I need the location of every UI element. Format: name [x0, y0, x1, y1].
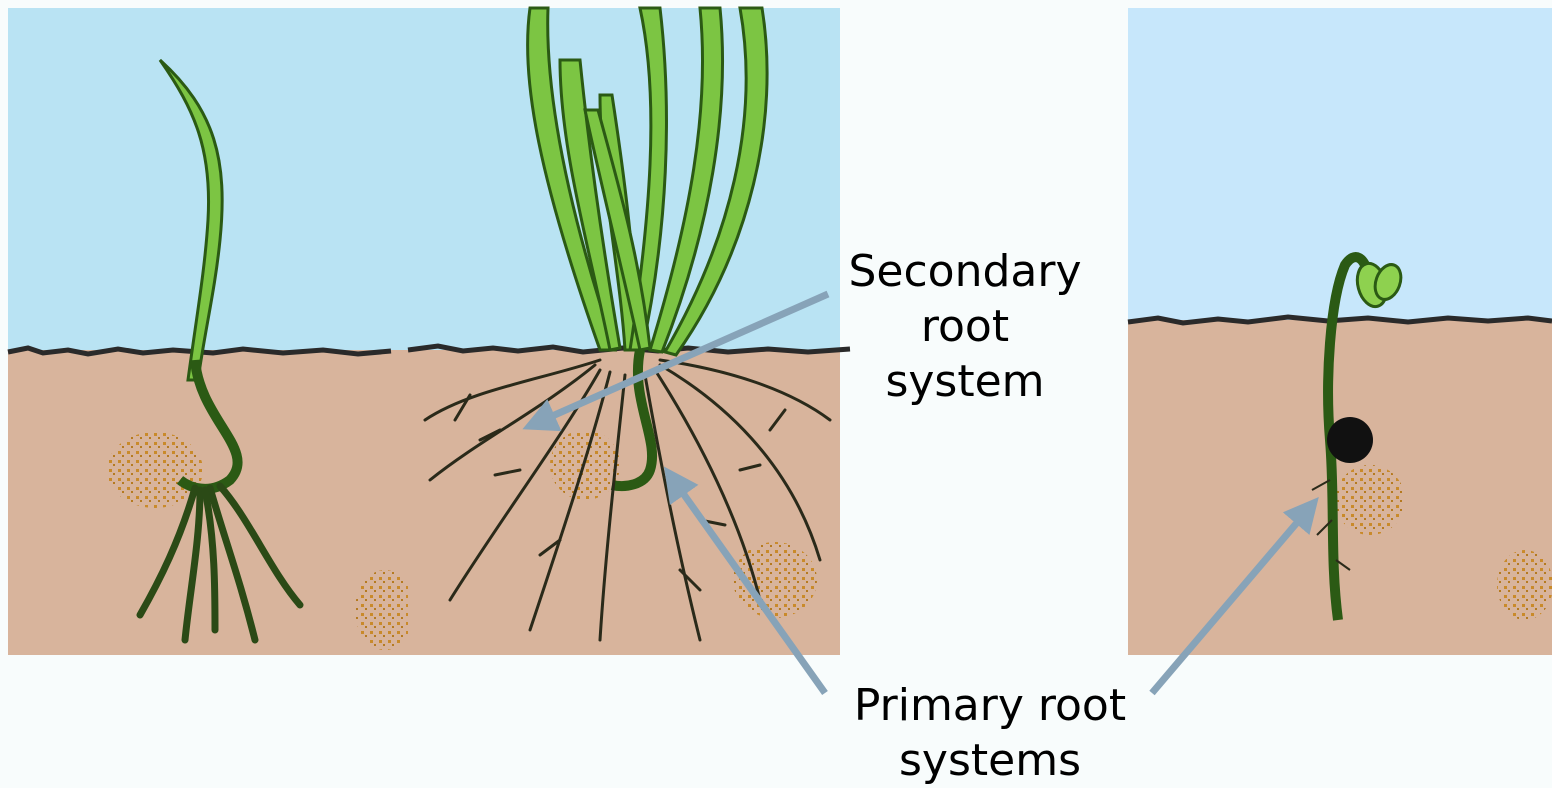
label-line: Secondary	[800, 244, 1130, 299]
secondary-root-system-label: Secondary root system	[800, 244, 1130, 409]
label-line: Primary root	[790, 678, 1190, 733]
middle-panel-grass-plant	[408, 8, 850, 655]
left-panel-grass-seedling	[8, 8, 415, 655]
right-panel-bean-seedling	[1128, 8, 1552, 655]
label-line: root	[800, 299, 1130, 354]
nutrient-patch	[1335, 465, 1405, 535]
label-line: systems	[790, 733, 1190, 788]
nutrient-patch	[1497, 550, 1552, 620]
seed-coat	[1327, 417, 1373, 463]
primary-root-systems-label: Primary root systems	[790, 678, 1190, 788]
nutrient-patch	[355, 570, 415, 650]
nutrient-patch	[107, 432, 203, 508]
label-line: system	[800, 354, 1130, 409]
